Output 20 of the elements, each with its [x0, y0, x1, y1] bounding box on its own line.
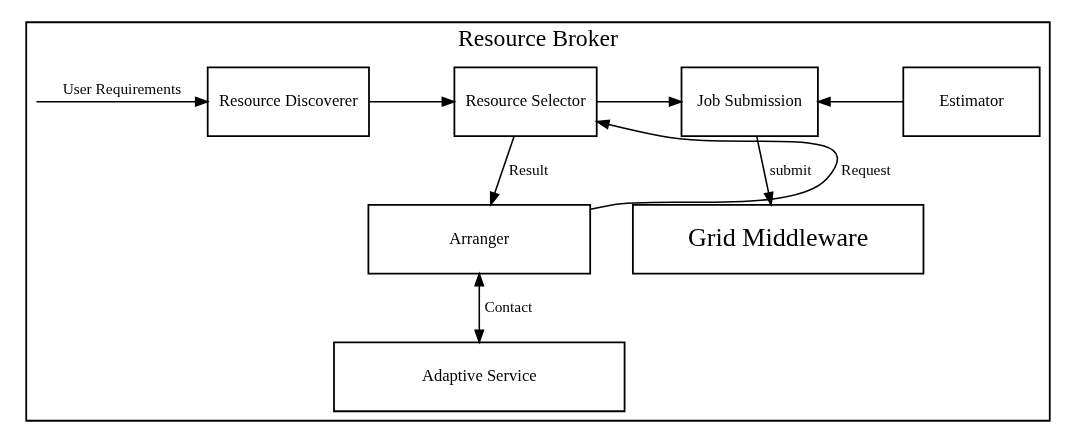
edge-label: User Requirements	[62, 79, 182, 97]
node-box: Arranger	[367, 204, 592, 275]
node-box: Resource Discoverer	[206, 66, 370, 137]
arrow	[589, 119, 838, 211]
node-box: Job Submission	[680, 66, 819, 137]
edge-label: Contact	[484, 298, 533, 316]
node-box: Adaptive Service	[333, 341, 626, 413]
node-box: Grid Middleware	[632, 204, 925, 275]
arrow	[596, 96, 684, 107]
arrow	[489, 135, 515, 207]
edge-label: submit	[769, 160, 812, 178]
arrow	[474, 271, 485, 345]
arrow	[368, 96, 457, 107]
node-box: Resource Selector	[453, 66, 598, 137]
arrow	[35, 96, 210, 107]
arrow	[755, 135, 774, 207]
edge-label: Request	[841, 160, 891, 178]
edge-label: Result	[508, 160, 549, 178]
arrow	[815, 96, 904, 107]
node-box: Estimator	[902, 66, 1041, 137]
